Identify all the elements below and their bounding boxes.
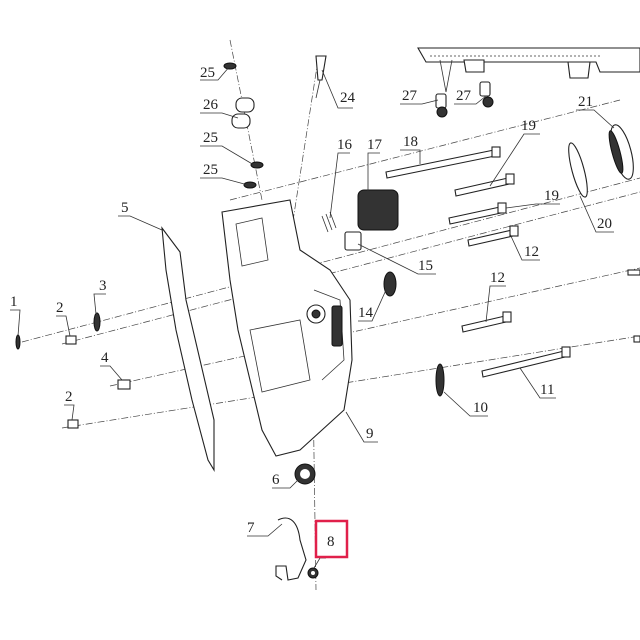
callout-25: 25	[203, 130, 218, 146]
callout-10: 10	[473, 400, 488, 416]
callout-24: 24	[340, 90, 356, 106]
callout-12: 12	[524, 244, 539, 260]
callout-16: 16	[337, 137, 353, 153]
callout-2: 2	[56, 300, 64, 316]
callout-21: 21	[578, 94, 593, 110]
callout-25: 25	[200, 65, 215, 81]
callout-18: 18	[403, 134, 418, 150]
callout-19: 19	[521, 118, 536, 134]
part-10-washer	[435, 363, 445, 397]
parts-1-4	[15, 312, 131, 429]
callout-19: 19	[544, 188, 559, 204]
callout-3: 3	[99, 278, 107, 294]
callout-11: 11	[540, 382, 554, 398]
callout-12: 12	[490, 270, 505, 286]
part-9-cover-housing	[221, 199, 353, 457]
callout-5: 5	[121, 200, 129, 216]
callout-4: 4	[101, 350, 109, 366]
callout-27: 27	[402, 88, 418, 104]
part-5-gasket	[161, 226, 215, 472]
callout-26: 26	[203, 97, 219, 113]
callout-9: 9	[366, 426, 374, 442]
callout-15: 15	[418, 258, 433, 274]
callout-20: 20	[597, 216, 612, 232]
parts-6-8	[275, 463, 319, 581]
leader-lines	[10, 65, 615, 569]
heat-sink-part	[417, 47, 640, 93]
part-20-21	[568, 124, 634, 198]
callout-6: 6	[272, 472, 280, 488]
callout-14: 14	[358, 305, 374, 321]
callout-2: 2	[65, 389, 73, 405]
callout-27: 27	[456, 88, 472, 104]
highlight-box-part-8	[314, 519, 349, 559]
part-24-probe	[315, 55, 327, 99]
callout-7: 7	[247, 520, 255, 536]
part-27-screws	[435, 81, 494, 118]
part-25-26-stack	[223, 62, 264, 189]
bolts	[385, 146, 640, 378]
parts-14-17	[321, 189, 399, 297]
callout-8: 8	[327, 534, 335, 550]
callout-labels: 25 24 27 27 21 26 25 18 19 16 17 25 19 5…	[10, 65, 612, 550]
callout-1: 1	[10, 294, 18, 310]
callout-25: 25	[203, 162, 218, 178]
callout-17: 17	[367, 137, 383, 153]
